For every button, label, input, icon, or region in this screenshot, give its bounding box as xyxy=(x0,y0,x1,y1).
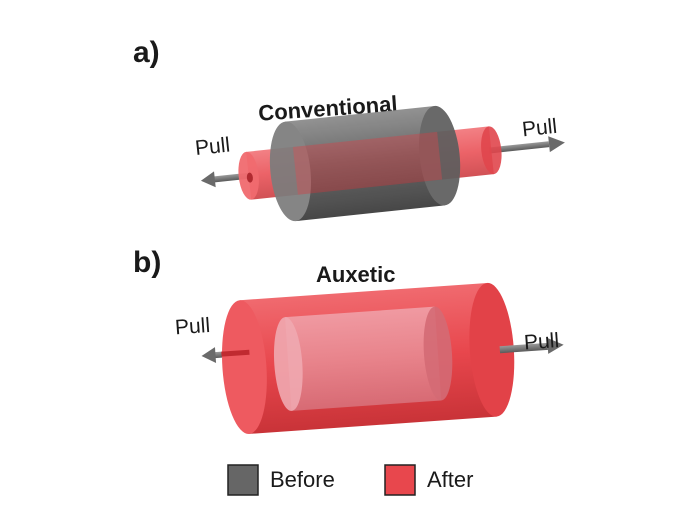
conventional-cylinder xyxy=(200,105,565,222)
auxetic-cylinder xyxy=(201,282,564,434)
pull-right-label-a: Pull xyxy=(521,115,558,142)
legend-label-after: After xyxy=(427,467,473,492)
legend-swatch-before xyxy=(227,464,259,496)
pull-right-arrow-b xyxy=(499,337,564,354)
pull-right-label-b: Pull xyxy=(523,329,560,354)
panel-b-label: b) xyxy=(133,246,161,279)
legend-item-before: Before xyxy=(227,464,335,496)
legend: Before After xyxy=(227,464,473,496)
panel-a-label: a) xyxy=(133,36,160,69)
before-cylinder-b xyxy=(273,306,453,411)
legend-item-after: After xyxy=(384,464,473,496)
auxetic-title: Auxetic xyxy=(316,262,395,287)
pull-left-label-a: Pull xyxy=(194,133,231,160)
pull-left-label-b: Pull xyxy=(174,314,211,339)
pull-right-arrow-a xyxy=(489,136,565,154)
before-cylinder-a xyxy=(269,105,461,222)
panel-a: a) Conventional xyxy=(133,36,565,222)
legend-label-before: Before xyxy=(270,467,335,492)
legend-swatch-after xyxy=(384,464,416,496)
panel-b: b) Auxetic xyxy=(133,246,564,434)
